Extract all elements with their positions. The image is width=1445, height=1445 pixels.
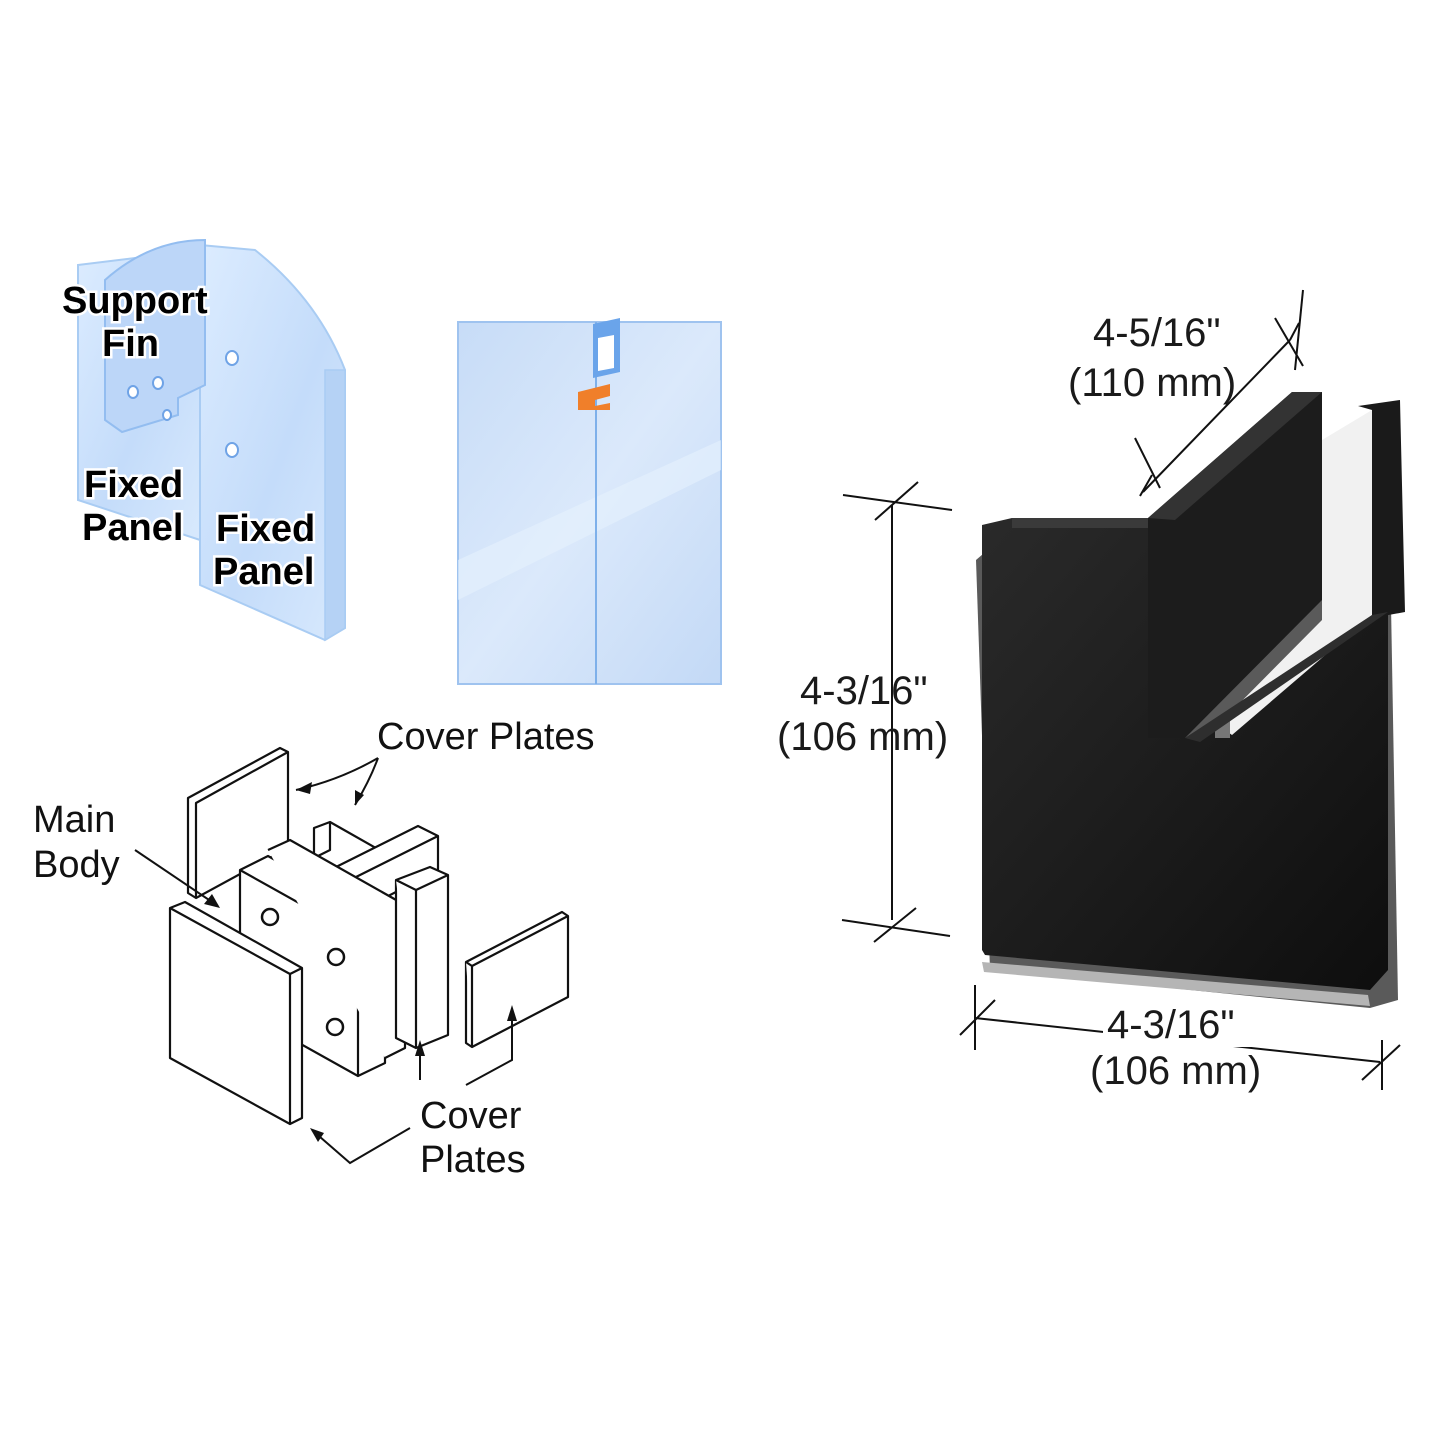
support-fin (104, 238, 206, 434)
leader-main-body (134, 849, 219, 907)
fixed-panel-left-label-line2: Panel (82, 507, 183, 549)
width-inches: 4-3/16" (1107, 1003, 1235, 1047)
glass-front-view (457, 318, 722, 685)
glass-fin-illustration: Support Fin Fixed Panel Fixed Panel (60, 238, 346, 642)
exploded-parts-view: Cover Plates Main Body Cover Plates (33, 716, 595, 1181)
clamp-gasket (1218, 410, 1372, 735)
clamp-main-body (982, 518, 1388, 990)
fixed-panel-left-label-line1: Fixed (84, 464, 183, 506)
main-body-label-line1: Main (33, 799, 115, 841)
width-mm: (106 mm) (1090, 1049, 1261, 1093)
depth-dimension-line (1142, 339, 1291, 493)
height-inches: 4-3/16" (800, 669, 928, 713)
screw-hole-3 (325, 1017, 345, 1037)
leader-cover-plates-bottom-b (465, 1010, 513, 1086)
cover-plates-bottom-label-line1: Cover (420, 1095, 522, 1137)
fitting-insert-icon (578, 384, 610, 410)
main-body-label-line2: Body (33, 844, 120, 886)
depth-inches: 4-5/16" (1093, 311, 1221, 355)
cover-plates-bottom-label-line2: Plates (420, 1139, 526, 1181)
leader-cover-plates-bottom-c (311, 1127, 411, 1165)
clamp-fin-block (1148, 392, 1322, 738)
support-fin-label-line2: Fin (102, 323, 159, 365)
cover-plate-right-small (464, 910, 570, 1049)
fixed-panel-right-label-line1: Fixed (216, 508, 315, 550)
screw-hole-1 (260, 907, 280, 927)
clamp-product (976, 392, 1405, 1008)
depth-mm: (110 mm) (1068, 361, 1236, 405)
cover-plates-top-label: Cover Plates (377, 716, 595, 758)
support-fin-label-line1: Support (62, 280, 208, 322)
height-mm: (106 mm) (777, 715, 948, 759)
fin-holes (127, 350, 239, 458)
dimension-lines: 4-5/16" (110 mm) 4-3/16" (106 mm) 4-3/16… (777, 289, 1401, 1093)
screw-hole-2 (326, 947, 346, 967)
fixed-panel-right-label-line2: Panel (213, 551, 314, 593)
fixed-panel-right-edge (324, 369, 346, 642)
